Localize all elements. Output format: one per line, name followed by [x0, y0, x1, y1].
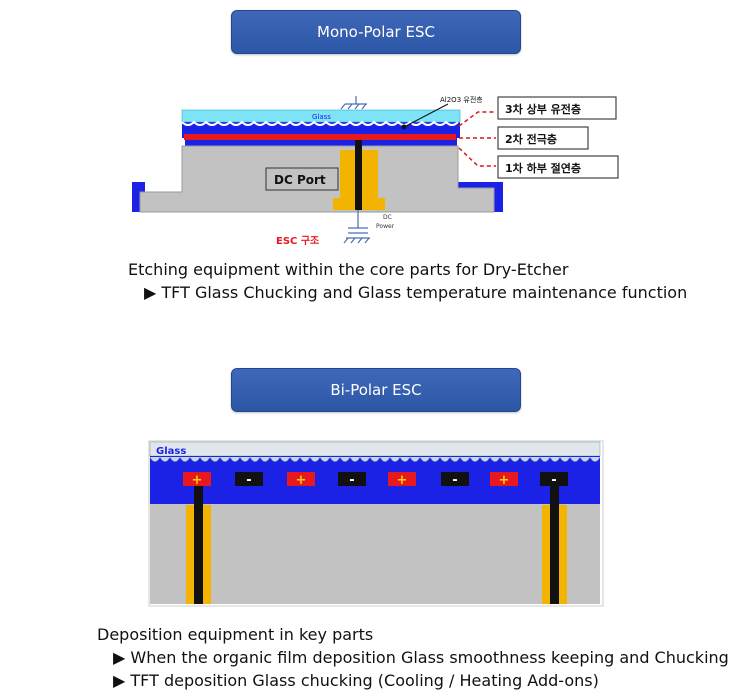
mono-dc-power-label-1: DC [383, 214, 392, 221]
bi-description-heading: Deposition equipment in key parts [97, 625, 374, 644]
mono-structure-label: ESC 구조 [276, 235, 319, 247]
bi-polar-diagram: Glass + - + - + - + - [148, 440, 604, 607]
bi-electrode-sign: - [452, 473, 457, 488]
bi-electrode-positive [490, 472, 518, 486]
mono-dc-port-label: DC Port [274, 173, 326, 187]
bi-description: Deposition equipment in key parts ▶ When… [97, 623, 729, 692]
mono-polar-diagram: DC Port Glass DC Power ESC 구조 Al2O3 유전층 [132, 95, 619, 247]
bi-electrode-sign: + [296, 473, 307, 488]
bi-electrode-positive [287, 472, 315, 486]
mono-callout-leader-3 [458, 147, 496, 167]
mono-ground-top-icon [340, 96, 367, 110]
bi-electrode-negative [540, 472, 568, 486]
bi-description-bullet-1: ▶ When the organic film deposition Glass… [113, 648, 729, 667]
mono-callout-box-2 [497, 126, 589, 150]
mono-ground-bottom-icon [343, 210, 370, 244]
bi-electrode-sign: - [349, 473, 354, 488]
bi-feed-rod-left [194, 478, 203, 604]
mono-electrode [184, 134, 456, 140]
mono-al2o3-dot [401, 124, 407, 130]
bi-electrode-sign: + [192, 473, 203, 488]
mono-description: Etching equipment within the core parts … [128, 258, 687, 304]
mono-glass [181, 109, 461, 123]
bi-base [150, 504, 600, 604]
mono-feed-rod [355, 140, 362, 210]
mono-callout-box-3 [497, 155, 619, 179]
mono-polar-title: Mono-Polar ESC [231, 10, 521, 54]
bi-electrodes: + - + - + - + - [183, 472, 568, 488]
mono-glass-label: Glass [312, 113, 331, 121]
mono-polar-title-text: Mono-Polar ESC [317, 23, 435, 41]
mono-callouts: 3차 상부 유전층 2차 전극층 1차 하부 절연층 [458, 96, 619, 179]
bi-electrode-positive [183, 472, 211, 486]
mono-callout-text-2: 2차 전극층 [505, 132, 557, 146]
bi-electrode-negative [338, 472, 366, 486]
bi-polar-title: Bi-Polar ESC [231, 368, 521, 412]
mono-description-bullet: ▶ TFT Glass Chucking and Glass temperatu… [144, 283, 688, 302]
mono-callout-text-1: 3차 상부 유전층 [505, 102, 581, 116]
bi-glass [149, 441, 601, 457]
bi-polar-title-text: Bi-Polar ESC [330, 381, 422, 399]
mono-dc-power-label-2: Power [376, 223, 395, 230]
bi-dielectric-layer [150, 456, 600, 504]
mono-dc-port-box [265, 167, 339, 191]
bi-electrode-sign: + [397, 473, 408, 488]
mono-description-heading: Etching equipment within the core parts … [128, 260, 569, 279]
bi-description-bullet-2: ▶ TFT deposition Glass chucking (Cooling… [113, 671, 599, 690]
mono-callout-text-3: 1차 하부 절연층 [505, 161, 581, 175]
bi-dielectric-bumps [149, 456, 601, 462]
bi-electrode-sign: + [499, 473, 510, 488]
bi-electrode-sign: - [246, 473, 251, 488]
bi-electrode-positive [388, 472, 416, 486]
mono-al2o3-label: Al2O3 유전층 [440, 95, 483, 104]
mono-callout-leader-1 [458, 111, 496, 127]
mono-callout-box-1 [497, 96, 617, 120]
bi-glass-label: Glass [156, 446, 186, 457]
mono-al2o3-leader [403, 103, 449, 128]
bi-feed-rod-right [550, 478, 559, 604]
bi-electrode-sign: - [551, 473, 556, 488]
bi-electrode-negative [235, 472, 263, 486]
bi-electrode-negative [441, 472, 469, 486]
